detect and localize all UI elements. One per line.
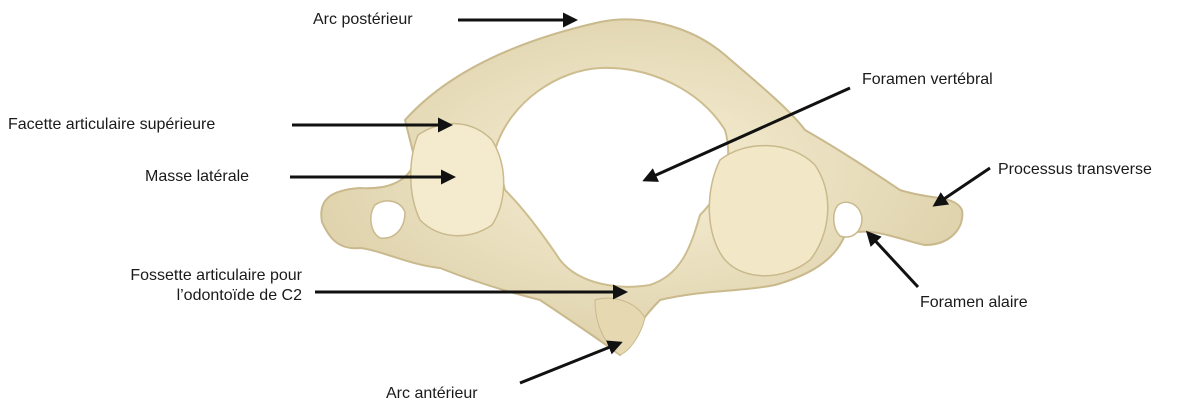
label-fossette-line2: l’odontoïde de C2 xyxy=(70,286,302,306)
label-processus-transverse: Processus transverse xyxy=(998,160,1152,180)
left-lateral-mass xyxy=(411,124,504,236)
label-foramen-vertebral: Foramen vertébral xyxy=(862,70,993,90)
label-masse-laterale: Masse latérale xyxy=(145,167,249,187)
label-arc-anterieur: Arc antérieur xyxy=(386,384,478,404)
right-transverse-foramen xyxy=(834,202,862,237)
label-foramen-alaire: Foramen alaire xyxy=(920,293,1028,313)
right-lateral-mass xyxy=(709,146,827,276)
arrow-processus-transverse xyxy=(935,168,990,205)
label-fossette-articulaire: Fossette articulaire pour l’odontoïde de… xyxy=(70,266,302,306)
arrow-arc-anterieur xyxy=(520,343,620,383)
label-facette-articulaire-superieure: Facette articulaire supérieure xyxy=(8,115,215,135)
label-arc-posterieur: Arc postérieur xyxy=(313,10,413,30)
label-fossette-line1: Fossette articulaire pour xyxy=(70,266,302,286)
